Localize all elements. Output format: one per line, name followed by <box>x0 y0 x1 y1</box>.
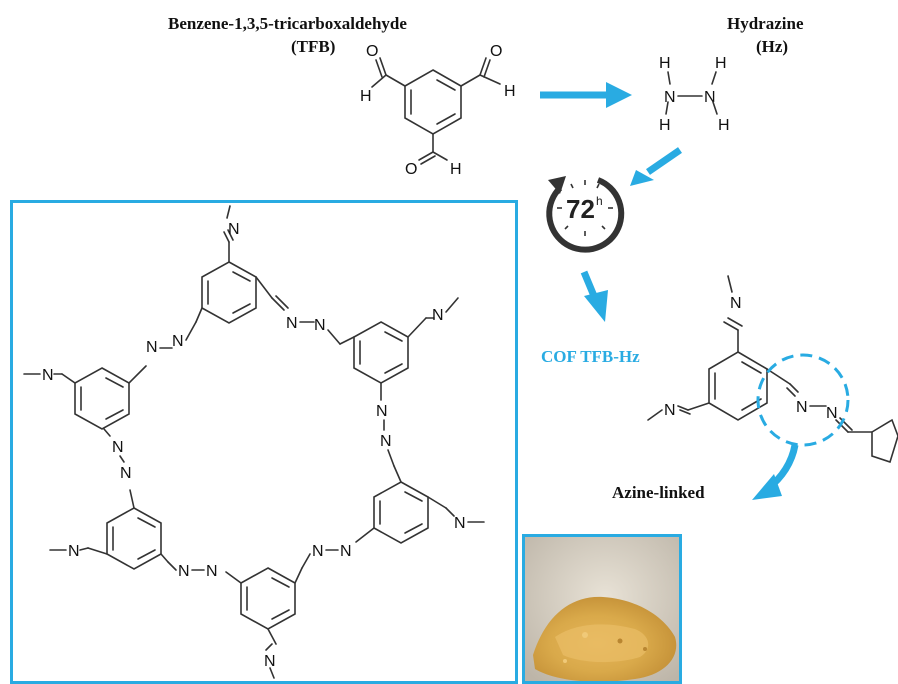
azine-n-8: N <box>178 563 190 580</box>
arrow-icon-4 <box>752 444 799 500</box>
hz-h-4: H <box>718 117 730 134</box>
ring-n-bottom: N <box>264 653 276 670</box>
azine-n-10: N <box>112 439 124 456</box>
tfb-name: Benzene-1,3,5-tricarboxaldehyde <box>168 14 407 33</box>
fragment-nitrogen-4: N <box>826 405 838 422</box>
tfb-oxygen-3: O <box>405 161 417 178</box>
ring-n-lower-right: N <box>454 515 466 532</box>
ring-n-upper-right: N <box>432 307 444 324</box>
linkage-label: Azine-linked <box>612 483 705 502</box>
tfb-hydrogen-2: H <box>360 88 372 105</box>
powder-image <box>525 537 679 681</box>
arrow-icon-2 <box>630 147 682 186</box>
tfb-abbr: (TFB) <box>291 37 336 56</box>
fragment-nitrogen-1: N <box>730 295 742 312</box>
azine-n-3: N <box>376 403 388 420</box>
fragment-nitrogen-3: N <box>796 399 808 416</box>
cof-ring-structure: N N N N N <box>23 205 485 679</box>
azine-n-4: N <box>380 433 392 450</box>
hz-nitrogen-2: N <box>704 89 716 106</box>
tfb-hydrogen-3: H <box>450 161 462 178</box>
ring-n-upper-left: N <box>42 367 54 384</box>
clock-value: 72 <box>566 194 595 224</box>
azine-n-2: N <box>314 317 326 334</box>
tfb-oxygen-2: O <box>366 43 378 60</box>
ring-n-lower-left: N <box>68 543 80 560</box>
hz-h-1: H <box>659 55 671 72</box>
dashed-circle-icon <box>756 353 850 447</box>
clock-icon: 72 h <box>546 176 625 253</box>
azine-n-5: N <box>340 543 352 560</box>
ring-n-top: N <box>228 221 240 238</box>
azine-n-11: N <box>146 339 158 356</box>
arrow-icon-3 <box>580 270 608 322</box>
cof-fragment: N N N N <box>647 275 898 464</box>
tfb-hydrogen-1: H <box>504 83 516 100</box>
tfb-molecule: O H O H O H <box>360 43 516 178</box>
hydrazine-molecule: N N H H H H <box>659 55 730 134</box>
azine-n-7: N <box>206 563 218 580</box>
clock-unit: h <box>596 194 603 208</box>
azine-n-12: N <box>172 333 184 350</box>
fragment-nitrogen-2: N <box>664 402 676 419</box>
tfb-oxygen-1: O <box>490 43 502 60</box>
arrow-icon-1 <box>540 82 632 108</box>
hz-abbr: (Hz) <box>756 37 789 56</box>
azine-n-1: N <box>286 315 298 332</box>
hz-nitrogen-1: N <box>664 89 676 106</box>
cof-powder-photo <box>522 534 682 684</box>
azine-n-9: N <box>120 465 132 482</box>
hz-name: Hydrazine <box>727 14 804 33</box>
hz-h-2: H <box>659 117 671 134</box>
product-label: COF TFB-Hz <box>541 347 640 366</box>
hz-h-3: H <box>715 55 727 72</box>
azine-n-6: N <box>312 543 324 560</box>
